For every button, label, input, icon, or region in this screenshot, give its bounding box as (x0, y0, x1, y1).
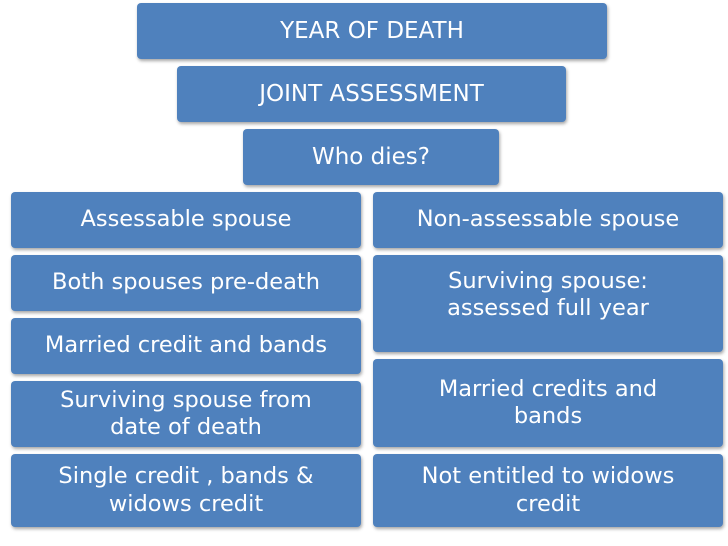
year-of-death-label: YEAR OF DEATH (280, 17, 464, 44)
surviving-spouse-from-date-of-death-label: Surviving spouse from date of death (60, 386, 312, 440)
married-credits-and-bands-label: Married credits and bands (438, 375, 658, 429)
married-credits-and-bands-box: Married credits and bands (373, 359, 723, 447)
joint-assessment-label: JOINT ASSESSMENT (259, 80, 484, 107)
surviving-spouse-assessed-full-year-box: Surviving spouse: assessed full year (373, 255, 723, 352)
assessable-spouse-label: Assessable spouse (80, 206, 292, 233)
who-dies-box: Who dies? (243, 129, 499, 185)
non-assessable-spouse-label: Non-assessable spouse (416, 206, 680, 233)
surviving-spouse-from-date-of-death-box: Surviving spouse from date of death (11, 381, 361, 447)
single-credit-bands-widows-credit-box: Single credit , bands & widows credit (11, 454, 361, 527)
year-of-death-box: YEAR OF DEATH (137, 3, 607, 59)
single-credit-bands-widows-credit-label: Single credit , bands & widows credit (58, 463, 314, 517)
who-dies-label: Who dies? (311, 143, 431, 170)
joint-assessment-box: JOINT ASSESSMENT (177, 66, 566, 122)
surviving-spouse-assessed-full-year-label: Surviving spouse: assessed full year (447, 268, 649, 322)
married-credit-and-bands-label: Married credit and bands (44, 332, 328, 359)
both-spouses-pre-death-label: Both spouses pre-death (52, 269, 320, 296)
not-entitled-to-widows-credit-box: Not entitled to widows credit (373, 454, 723, 527)
not-entitled-to-widows-credit-label: Not entitled to widows credit (421, 463, 675, 517)
non-assessable-spouse-box: Non-assessable spouse (373, 192, 723, 248)
married-credit-and-bands-box: Married credit and bands (11, 318, 361, 374)
assessable-spouse-box: Assessable spouse (11, 192, 361, 248)
both-spouses-pre-death-box: Both spouses pre-death (11, 255, 361, 311)
